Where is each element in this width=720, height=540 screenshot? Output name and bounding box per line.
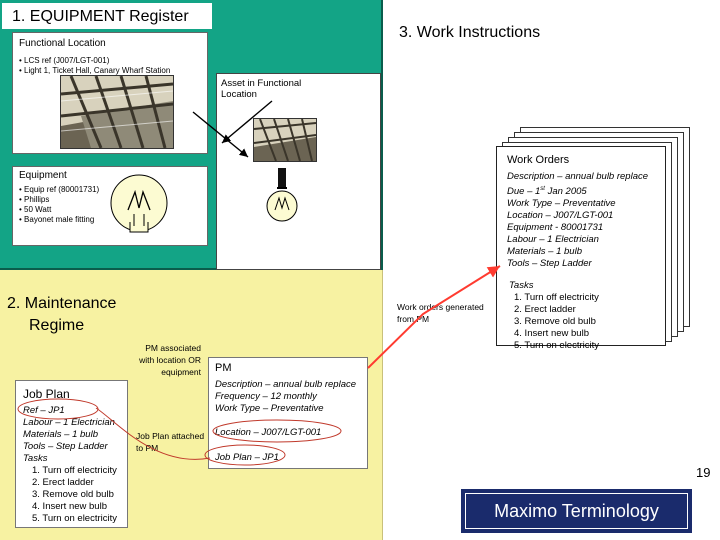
equipment-bullet: 50 Watt — [19, 205, 99, 215]
pm-to-work-order-arrow — [367, 265, 501, 369]
job-plan-task: 4. Insert new bulb — [32, 501, 107, 512]
job-plan-task: 1. Turn off electricity — [32, 465, 117, 476]
work-order-line: Tools – Step Ladder — [507, 258, 592, 270]
footer-banner — [461, 489, 692, 533]
functional-location-bullet: LCS ref (J007/LGT-001) — [19, 56, 170, 66]
pm-location-ellipse — [212, 419, 342, 443]
work-order-due-line: Due – 1st Jan 2005 — [507, 183, 669, 198]
work-order-due-date: Jan 2005 — [544, 186, 587, 198]
ceiling-photo-small-graphic — [254, 119, 316, 161]
pm-job-plan-ellipse — [204, 444, 286, 466]
work-order-task: 2. Erect ladder — [514, 304, 576, 315]
ceiling-photo-graphic — [61, 76, 173, 148]
job-plan-task: 3. Remove old bulb — [32, 489, 114, 500]
pm-line: Work Type – Preventative — [215, 403, 324, 414]
job-plan-line: Ref – JP1 — [23, 405, 65, 416]
job-plan-line: Tasks — [23, 453, 48, 464]
work-order-line: Description – annual bulb replace — [507, 171, 649, 182]
equipment-to-asset-arrow — [221, 100, 273, 144]
slide-number: 19 — [696, 465, 711, 480]
equipment-register-title-box: 1. EQUIPMENT Register — [2, 3, 212, 29]
work-order-line: Equipment - 80001731 — [507, 222, 604, 234]
work-order-task-list: 1. Turn off electricity 2. Erect ladder … — [509, 292, 599, 352]
work-order-card — [496, 146, 666, 346]
equipment-bullets: Equip ref (80001731) Phillips 50 Watt Ba… — [19, 185, 99, 225]
maintenance-regime-title-line: 2. Maintenance — [7, 295, 117, 312]
work-order-due-sup: st — [540, 186, 545, 192]
footer-title: Maximo Terminology — [465, 493, 688, 529]
equipment-bullet: Phillips — [19, 195, 99, 205]
work-order-task: 5. Turn on electricity — [514, 340, 600, 351]
job-plan-line: Materials – 1 bulb — [23, 429, 98, 440]
functional-location-label: Functional Location — [19, 38, 106, 49]
equipment-box: Equipment Equip ref (80001731) Phillips … — [12, 166, 208, 246]
pm-location: Location – J007/LGT-001 — [215, 427, 322, 438]
pm-line: Frequency – 12 monthly — [215, 391, 317, 402]
equipment-bullet: Equip ref (80001731) — [19, 185, 99, 195]
work-order-line: Location – J007/LGT-001 — [507, 210, 614, 222]
work-order-tasks: Tasks 1. Turn off electricity 2. Erect l… — [509, 280, 599, 352]
job-plan-line: Tools – Step Ladder — [23, 441, 108, 452]
location-to-asset-arrow — [192, 111, 249, 158]
work-order-line: Labour – 1 Electrician — [507, 234, 599, 246]
work-order-task: 4. Insert new bulb — [514, 328, 589, 339]
job-plan-task: 2. Erect ladder — [32, 477, 94, 488]
job-plan-title: Job Plan — [23, 387, 70, 401]
job-plan-box: Job Plan Ref – JP1 Labour – 1 Electricia… — [15, 380, 128, 528]
pm-job-plan: Job Plan – JP1 — [215, 452, 279, 463]
pm-details: Description – annual bulb replace Freque… — [215, 379, 356, 415]
asset-bulb-icon — [266, 168, 298, 222]
job-plan-ref-ellipse — [17, 398, 99, 420]
job-plan-line: Labour – 1 Electrician — [23, 417, 115, 428]
maintenance-regime-title-line: Regime — [29, 317, 85, 334]
work-orders-details: Description – annual bulb replace Due – … — [507, 171, 669, 270]
equipment-bullet: Bayonet male fitting — [19, 215, 99, 225]
equipment-label: Equipment — [19, 170, 67, 181]
job-plan-attached-note: Job Plan attached to PM — [136, 431, 205, 453]
work-orders-generated-note: Work orders generated from PM — [397, 302, 484, 324]
asset-photo — [253, 118, 317, 162]
work-order-line: Materials – 1 bulb — [507, 246, 582, 258]
pm-box: PM Description – annual bulb replace Fre… — [208, 357, 368, 469]
job-plan-task: 5. Turn on electricity — [32, 513, 118, 524]
work-order-task: 1. Turn off electricity — [514, 292, 599, 303]
equipment-register-title: 1. EQUIPMENT Register — [12, 8, 189, 25]
functional-location-bullet: Light 1, Ticket Hall, Canary Wharf Stati… — [19, 66, 170, 76]
ticket-hall-photo — [60, 75, 174, 149]
pm-line: Description – annual bulb replace — [215, 379, 357, 390]
asset-box: Asset in Functional Location — [216, 73, 381, 270]
asset-label: Asset in Functional Location — [221, 78, 302, 100]
maintenance-regime-title: 2. Maintenance Regime — [7, 293, 116, 337]
light-bulb-icon — [110, 174, 168, 233]
work-order-tasks-label: Tasks — [509, 280, 534, 291]
pm-associated-note: PM associated with location OR equipment — [139, 343, 201, 377]
job-plan-task-list: 1. Turn off electricity 2. Erect ladder … — [32, 465, 117, 525]
work-order-line: Work Type – Preventative — [507, 198, 616, 210]
functional-location-bullets: LCS ref (J007/LGT-001) Light 1, Ticket H… — [19, 56, 170, 76]
job-plan-details: Ref – JP1 Labour – 1 Electrician Materia… — [23, 405, 115, 465]
job-plan-link-curve — [95, 407, 211, 460]
pm-title: PM — [215, 362, 232, 374]
work-order-task: 3. Remove old bulb — [514, 316, 596, 327]
work-instructions-title: 3. Work Instructions — [399, 24, 541, 41]
work-orders-title: Work Orders — [507, 154, 570, 166]
work-order-due: Due – 1 — [507, 186, 541, 198]
